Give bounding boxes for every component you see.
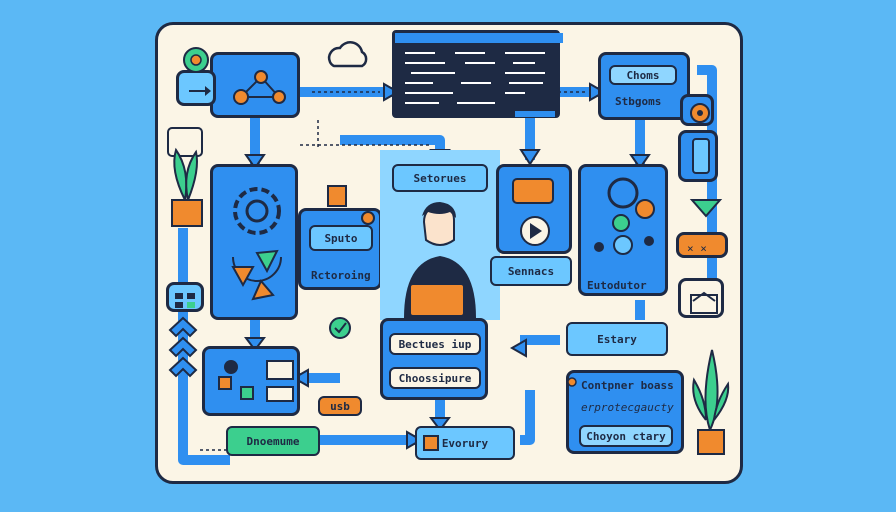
graph-icon (233, 70, 286, 105)
sputo-box: Sputo Rctoroing (298, 208, 382, 290)
contpner-boass-label: Contpner boass (581, 379, 674, 392)
code-editor-panel (392, 30, 563, 118)
sputo-label: Sputo (309, 225, 373, 251)
choyon-ctary-label: Choyon ctary (579, 425, 673, 447)
bectues-iup-label: Bectues iup (389, 333, 481, 355)
choms-box: Choms Stbgoms (598, 52, 690, 120)
rctoroing-label: Rctoroing (311, 269, 371, 282)
gear-big-icon (231, 187, 282, 301)
dnoemume-label: Dnoemume (226, 426, 320, 456)
cloud-icon (327, 41, 368, 68)
network-node-box (210, 52, 300, 118)
gear-small-box (680, 94, 714, 126)
arrow-head (383, 82, 401, 102)
device-box-left (166, 282, 204, 312)
arrow-right-icon (189, 86, 211, 96)
choms-label: Choms (609, 65, 677, 85)
bectues-box: Bectues iup Choossipure (380, 318, 488, 400)
users-workflow-box (202, 346, 300, 416)
evorury-label: Evorury (415, 426, 515, 460)
video-player-box (496, 164, 572, 254)
code-lines-icon (395, 33, 563, 117)
contpner-box: Contpner boass erprotecgaucty Choyon cta… (566, 370, 684, 454)
phone-icon (692, 138, 710, 174)
usb-label: usb (318, 396, 362, 416)
eutodutor-label: Eutodutor (587, 279, 647, 292)
gear-icon (690, 103, 710, 123)
mobile-box (678, 130, 718, 182)
estary-label: Estary (566, 322, 668, 356)
svg-text:× ×: × × (687, 242, 707, 255)
eutodutor-box: Eutodutor (578, 164, 668, 296)
stbgoms-label: Stbgoms (615, 95, 662, 108)
setorues-label: Setorues (392, 164, 488, 192)
play-icon (512, 178, 554, 246)
grid-icon (175, 293, 195, 308)
house-box (678, 278, 724, 318)
users-icon (218, 360, 294, 402)
arrows-icon: × × (687, 242, 707, 255)
home-icon (690, 291, 718, 314)
choossipure-label: Choossipure (389, 367, 481, 389)
network-graph-icon (594, 177, 655, 255)
erprotecgaucty-label: erprotecgaucty (581, 401, 674, 414)
sennacs-label: Sennacs (490, 256, 572, 286)
gear-process-box (210, 164, 298, 320)
orange-tag-box: × × (676, 232, 728, 258)
camera-user-box (176, 70, 216, 106)
